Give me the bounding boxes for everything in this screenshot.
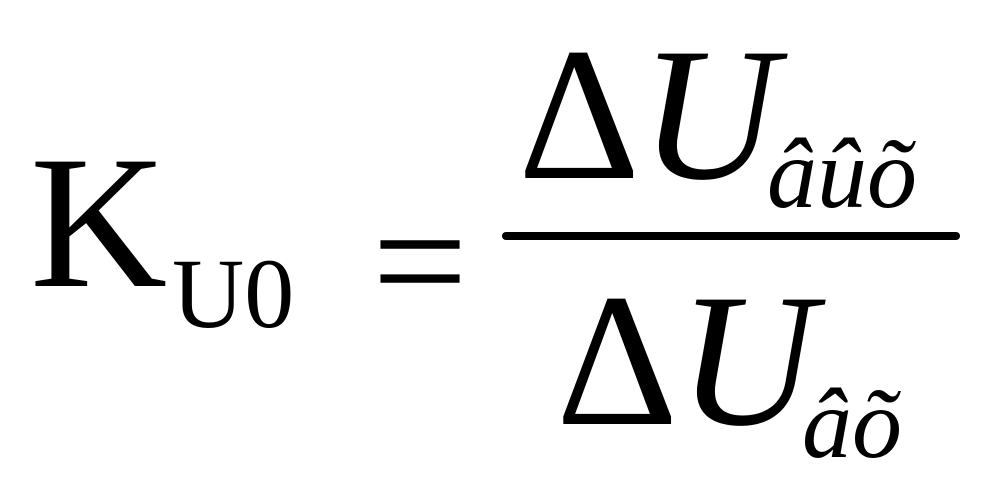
denominator: ΔU	[556, 266, 815, 456]
denominator-delta: Δ	[556, 256, 679, 466]
numerator-delta: Δ	[518, 10, 641, 220]
denominator-variable: U	[678, 256, 816, 466]
numerator-subscript: âûõ	[767, 118, 917, 229]
fraction-bar	[502, 232, 960, 240]
numerator-variable: U	[640, 10, 778, 220]
lhs-symbol: K	[30, 118, 168, 328]
lhs-subscript: U0	[172, 238, 295, 349]
denominator-subscript: âõ	[802, 368, 902, 479]
numerator: ΔU	[518, 20, 777, 210]
equals-sign: =	[372, 167, 468, 355]
